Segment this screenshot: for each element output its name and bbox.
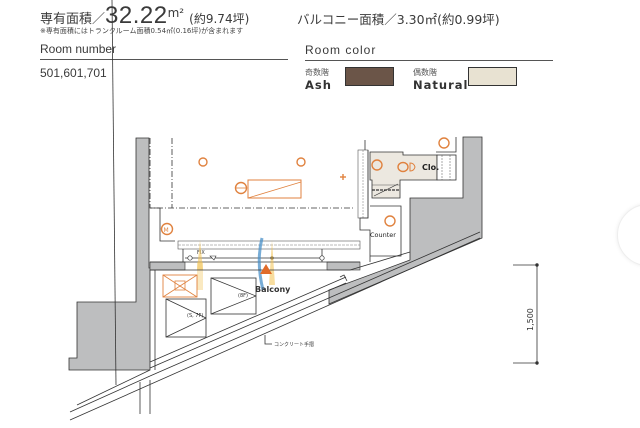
room-number-value: 501,601,701 [40, 66, 107, 80]
concrete-railing [69, 0, 481, 421]
color-natural-label: Natural [413, 78, 469, 92]
concrete-railing-label: コンクリート手摺 [274, 341, 314, 348]
exclusive-area-label: 専有面積／ [40, 12, 106, 27]
balcony-label: Balcony [255, 285, 291, 294]
equipment-symbols [160, 137, 450, 298]
color-ash-label: Ash [305, 78, 332, 92]
room-number-divider [40, 59, 288, 60]
balcony-marker-icon [260, 264, 272, 274]
exclusive-area-tsubo: (約9.74坪) [189, 12, 250, 26]
balcony-area: バルコニー面積／3.30㎡(約0.99坪) [297, 12, 500, 27]
trunk-room-b [210, 277, 257, 315]
exclusive-area-unit: m² [167, 6, 185, 20]
dimension-label: 1,500 [526, 308, 535, 331]
color-swatch-natural [468, 67, 517, 86]
ac-unit-label: M [164, 227, 169, 234]
counter-label: Counter [370, 231, 396, 239]
color-swatch-ash [345, 67, 394, 86]
room-color-title: Room color [305, 43, 377, 57]
exclusive-area: 専有面積／32.22m² (約9.74坪) [40, 2, 249, 30]
dimension-line [513, 263, 539, 365]
color-even-floor-jp: 偶数階 [413, 68, 437, 77]
exclusive-area-value: 32.22 [105, 2, 168, 29]
room-color-divider [305, 60, 553, 61]
color-odd-floor-jp: 奇数階 [305, 68, 329, 77]
closet-label: Clo. [422, 163, 439, 172]
left-wall [68, 137, 156, 371]
area-note: ※専有面積にはトランクルーム面積0.54㎡(0.16坪)が含まれます [40, 27, 244, 35]
storage-a-label: (S, 7F) [187, 313, 203, 319]
storage-b-label: (8F) [238, 293, 248, 299]
room-number-title: Room number [40, 42, 117, 56]
